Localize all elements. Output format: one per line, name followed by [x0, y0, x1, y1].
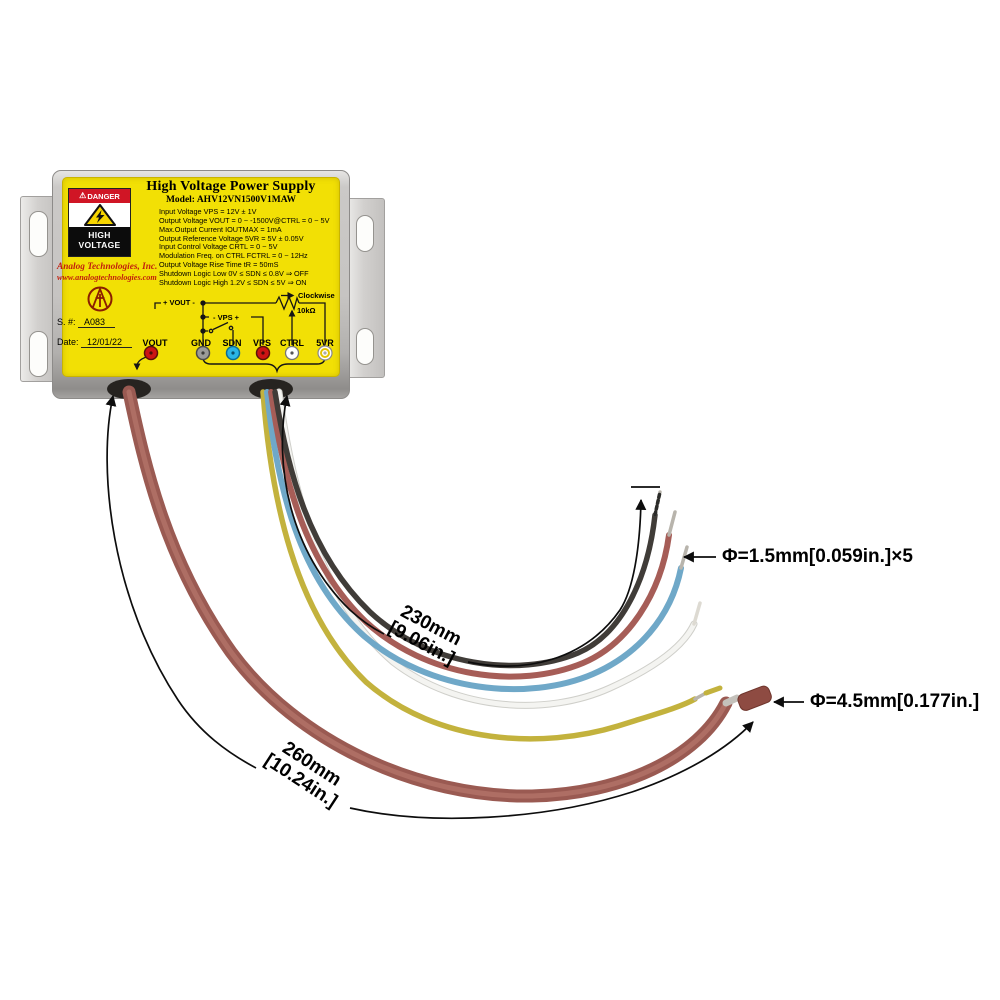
pot-value-label: 10kΩ [297, 306, 316, 315]
wire-white-tip [692, 601, 702, 626]
wire-yellow-tip [703, 685, 723, 696]
spec-line: Input Control Voltage CRTL = 0 ~ 5V [159, 242, 278, 252]
spec-line: Modulation Freq. on CTRL FCTRL = 0 ~ 12H… [159, 251, 308, 261]
company-block: Analog Technologies, Inc. www.analogtech… [57, 262, 169, 282]
danger-label: ⚠DANGER HIGH VOLTAGE [68, 188, 131, 257]
thick-wire-end-cap [737, 685, 772, 711]
wire-black [272, 389, 658, 669]
spec-line: Output Voltage VOUT = 0 ~ -1500V@CTRL = … [159, 215, 330, 225]
dimension-arc-260-a [105, 394, 257, 769]
thick-output-wire [122, 385, 733, 803]
product-title: High Voltage Power Supply [146, 179, 316, 194]
wire-white [276, 389, 697, 708]
wire-maroon-tip [667, 510, 677, 537]
spec-line: Output Reference Voltage 5VR = 5V ± 0.05… [159, 233, 304, 243]
serial-label: S. #: [57, 317, 76, 327]
wire-black-tip [653, 490, 662, 517]
dimension-arc-230-b [467, 498, 647, 667]
company-name: Analog Technologies, Inc. [57, 262, 158, 272]
dimension-arc-230-a [279, 394, 385, 635]
terminal-label-ctrl: CTRL [280, 338, 304, 348]
clockwise-label: Clockwise [298, 290, 335, 300]
terminal-label-vps: VPS [252, 338, 272, 348]
terminal-label-vout: VOUT [142, 338, 168, 348]
product-model: Model: AHV12VN1500V1MAW [165, 195, 297, 205]
terminal-label-gnd: GND [191, 338, 211, 348]
spec-line: Shutdown Logic High 1.2V ≤ SDN ≤ 5V ⇒ ON [159, 277, 307, 287]
thick-wire-length-annotation: 260mm [10.24in.] [260, 737, 345, 813]
dimension-arc-260-b [349, 721, 754, 820]
flange-slot [29, 211, 48, 257]
right-mounting-flange [346, 198, 385, 378]
spec-line: Max.Output Current IOUTMAX = 1mA [159, 224, 282, 234]
thick-wire-diameter-annotation: Φ=4.5mm[0.177in.] [810, 691, 980, 712]
date-label: Date: [57, 337, 79, 347]
wire-yellow [260, 389, 698, 742]
dimension-annotations [105, 394, 804, 820]
spec-line: Shutdown Logic Low 0V ≤ SDN ≤ 0.8V ⇒ OFF [159, 268, 309, 278]
flange-slot [356, 215, 374, 252]
lightning-triangle-icon [83, 204, 116, 226]
wire-blue-tip [679, 545, 689, 570]
wire-maroon [268, 389, 672, 680]
spec-list: Input Voltage VPS = 12V ± 1V Output Volt… [159, 207, 341, 288]
date-value: 12/01/22 [81, 337, 133, 348]
danger-header: ⚠DANGER [69, 189, 130, 203]
flange-slot [29, 331, 48, 377]
vps-polarity-label: - VPS + [213, 312, 240, 322]
thick-wire-ferrule [722, 694, 741, 707]
high-voltage-text: HIGH VOLTAGE [69, 227, 130, 256]
serial-value: A083 [78, 317, 116, 328]
at-logo-icon [87, 286, 113, 312]
company-website: www.analogtechnologies.com [57, 272, 157, 282]
terminal-label-5vr: 5VR [316, 338, 334, 348]
spec-line: Output Voltage Rise Time tR = 50mS [159, 260, 279, 270]
spec-line: Input Voltage VPS = 12V ± 1V [159, 207, 257, 216]
serial-row: S. #: A083 [57, 317, 116, 328]
wire-bundle [122, 385, 772, 803]
warning-triangle-icon: ⚠ [79, 191, 87, 200]
thin-wire-diameter-annotation: Φ=1.5mm[0.059in.]×5 [722, 546, 913, 567]
flange-slot [356, 328, 374, 365]
terminal-label-sdn: SDN [222, 338, 242, 348]
thin-wire-length-annotation: 230mm [9.06in.] [384, 601, 465, 670]
danger-text: DANGER [87, 191, 120, 201]
date-row: Date: 12/01/22 [57, 337, 133, 348]
vout-polarity-label: + VOUT - [163, 298, 195, 307]
high-voltage-symbol [69, 203, 130, 227]
